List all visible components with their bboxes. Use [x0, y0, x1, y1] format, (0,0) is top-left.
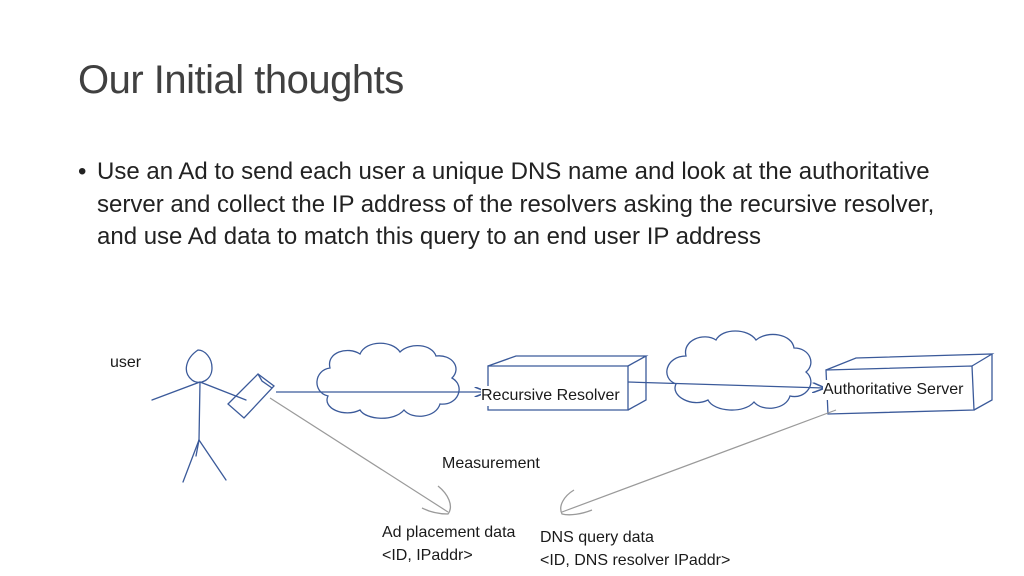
measurement-label: Measurement [442, 455, 540, 472]
authoritative-server-label: Authoritative Server [823, 380, 964, 400]
user-stick-figure [151, 349, 247, 483]
dns-data-arrowhead [560, 489, 593, 516]
ad-data-arrow [269, 397, 449, 513]
bullet-text: Use an Ad to send each user a unique DNS… [97, 158, 935, 250]
recursive-resolver-label: Recursive Resolver [481, 386, 620, 406]
internet-cloud-icon [316, 342, 460, 419]
user-label: user [110, 354, 142, 371]
bullet-item: • Use an Ad to send each user a unique D… [78, 156, 958, 254]
slide-title: Our Initial thoughts [78, 58, 404, 102]
bullet-marker: • [78, 158, 87, 185]
dns-query-format: <ID, DNS resolver IPaddr> [540, 552, 731, 569]
query-arrow [627, 381, 824, 388]
ad-data-arrowhead [421, 485, 452, 515]
ad-device-icon [227, 373, 275, 419]
internet-cloud-icon [666, 330, 812, 411]
dns-query-label: DNS query data [540, 529, 654, 546]
dns-data-arrow [561, 409, 837, 513]
ad-placement-format: <ID, IPaddr> [382, 547, 473, 564]
ad-placement-label: Ad placement data [382, 524, 516, 541]
